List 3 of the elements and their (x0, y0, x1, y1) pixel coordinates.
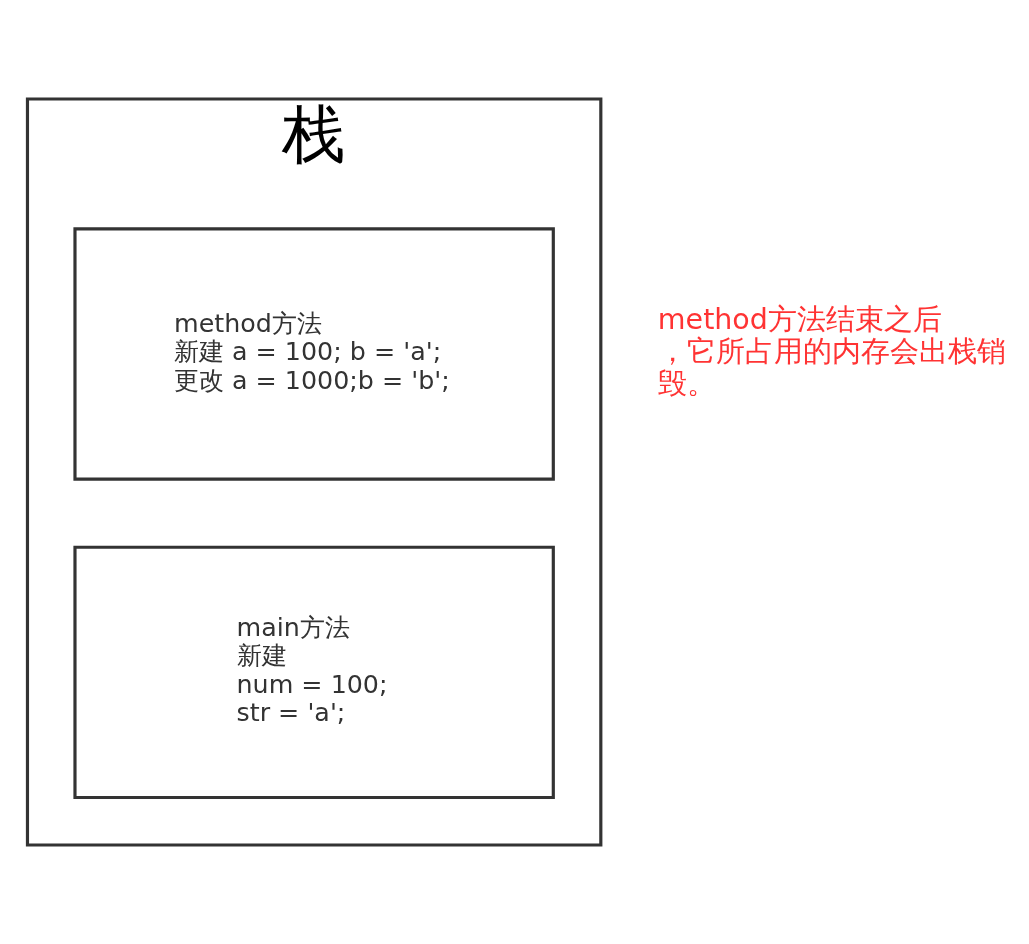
node-box: method方法 新建 a = 100; b = 'a'; 更改 a = 1000;b = 'b'; (73, 227, 555, 481)
label: method方法结束之后，它所占用的内存会出栈销毁。 (657, 303, 1006, 400)
node-box: main方法 新建 num = 100; str = 'a'; (73, 545, 555, 800)
